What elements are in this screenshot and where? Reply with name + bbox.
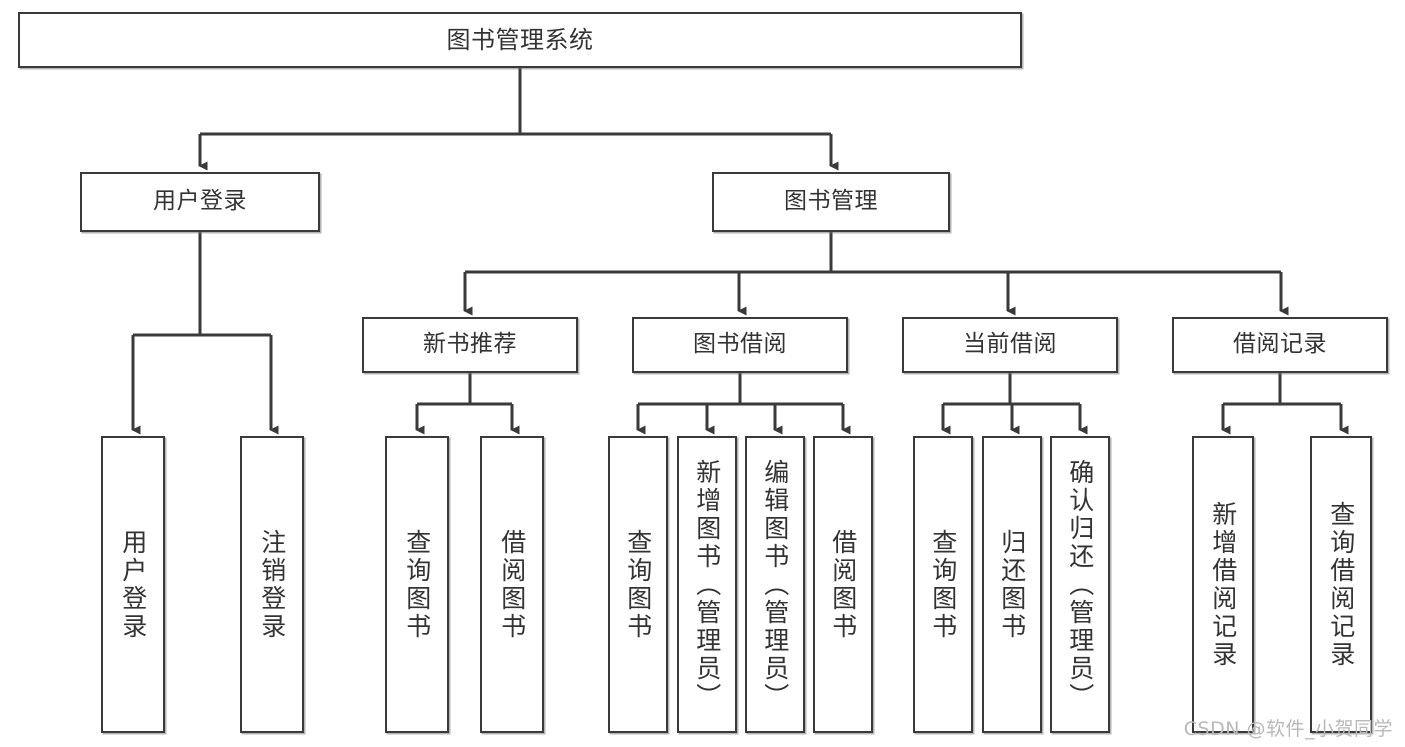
node-leaf-add-record[interactable]: 新增借阅记录 xyxy=(1192,436,1254,733)
node-leaf-query-book-3-label: 查询图书 xyxy=(928,528,958,641)
node-leaf-logout[interactable]: 注销登录 xyxy=(240,436,304,733)
node-leaf-logout-label: 注销登录 xyxy=(257,528,287,641)
node-borrow-record[interactable]: 借阅记录 xyxy=(1172,317,1388,373)
node-leaf-query-book-1[interactable]: 查询图书 xyxy=(385,436,449,733)
node-user-login[interactable]: 用户登录 xyxy=(80,172,320,232)
node-borrow-record-label: 借阅记录 xyxy=(1233,331,1327,358)
watermark-text: CSDN @软件_小贺同学 xyxy=(1183,718,1393,740)
node-leaf-query-book-2[interactable]: 查询图书 xyxy=(608,436,668,733)
node-leaf-query-record-label: 查询借阅记录 xyxy=(1326,500,1356,669)
node-new-book-recommend-label: 新书推荐 xyxy=(423,331,517,358)
node-leaf-query-book-1-label: 查询图书 xyxy=(402,528,432,641)
node-leaf-query-record[interactable]: 查询借阅记录 xyxy=(1310,436,1372,733)
node-leaf-user-login-label: 用户登录 xyxy=(118,528,148,641)
node-current-borrow[interactable]: 当前借阅 xyxy=(902,317,1118,373)
node-leaf-query-book-2-label: 查询图书 xyxy=(623,528,653,641)
node-book-borrow-label: 图书借阅 xyxy=(693,331,787,358)
node-leaf-add-book[interactable]: 新增图书（管理员） xyxy=(677,436,737,733)
node-leaf-borrow-book-1[interactable]: 借阅图书 xyxy=(480,436,544,733)
node-leaf-edit-book[interactable]: 编辑图书（管理员） xyxy=(745,436,805,733)
node-book-manage-label: 图书管理 xyxy=(784,188,878,215)
node-book-manage[interactable]: 图书管理 xyxy=(712,172,950,232)
node-leaf-query-book-3[interactable]: 查询图书 xyxy=(913,436,973,733)
node-leaf-return-book-label: 归还图书 xyxy=(997,528,1027,641)
node-leaf-borrow-book-1-label: 借阅图书 xyxy=(497,528,527,641)
node-leaf-return-book[interactable]: 归还图书 xyxy=(982,436,1042,733)
node-leaf-confirm-return-label: 确认归还（管理员） xyxy=(1065,458,1095,711)
node-leaf-add-book-label: 新增图书（管理员） xyxy=(692,458,722,711)
node-leaf-borrow-book-2-label: 借阅图书 xyxy=(828,528,858,641)
node-leaf-add-record-label: 新增借阅记录 xyxy=(1208,500,1238,669)
node-book-borrow[interactable]: 图书借阅 xyxy=(632,317,848,373)
node-root-label: 图书管理系统 xyxy=(446,25,594,54)
node-new-book-recommend[interactable]: 新书推荐 xyxy=(362,317,578,373)
node-root[interactable]: 图书管理系统 xyxy=(18,12,1022,68)
node-leaf-confirm-return[interactable]: 确认归还（管理员） xyxy=(1050,436,1110,733)
node-user-login-label: 用户登录 xyxy=(153,188,247,215)
node-leaf-borrow-book-2[interactable]: 借阅图书 xyxy=(813,436,873,733)
node-leaf-edit-book-label: 编辑图书（管理员） xyxy=(760,458,790,711)
node-current-borrow-label: 当前借阅 xyxy=(963,331,1057,358)
node-leaf-user-login[interactable]: 用户登录 xyxy=(101,436,165,733)
